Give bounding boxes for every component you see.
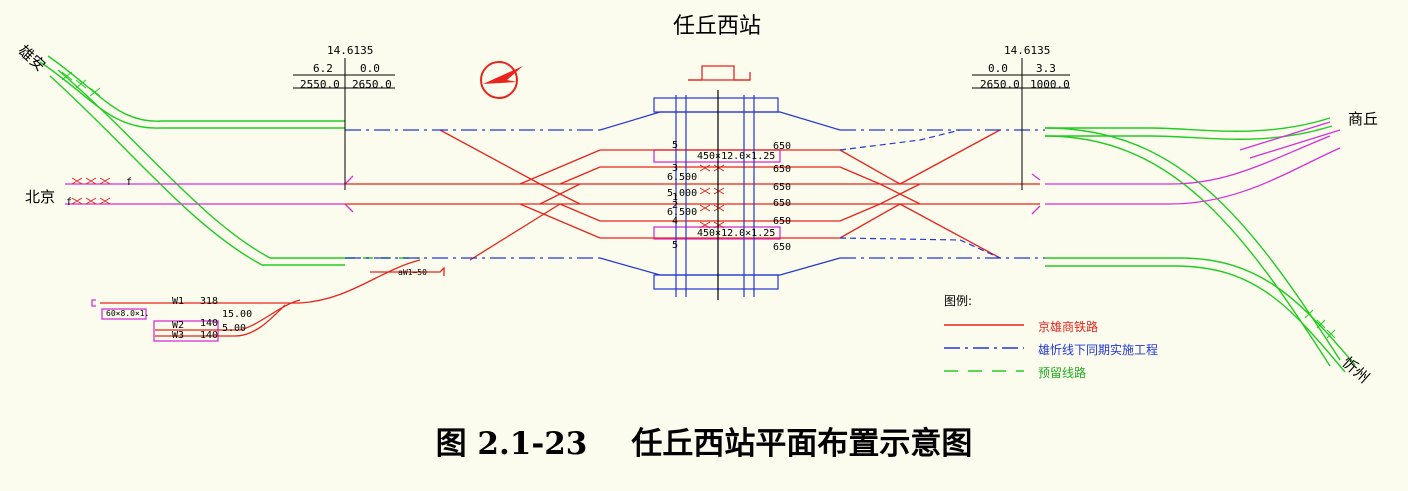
siding-w1: W1 <box>172 296 185 307</box>
figure-title: 任丘西站平面布置示意图 <box>631 426 973 462</box>
siding-w2: W2 <box>172 320 185 331</box>
magenta-lines <box>65 65 1341 342</box>
siding-w3: W3 <box>172 330 185 341</box>
red-main-lines <box>100 129 1040 337</box>
siding-spacing-b: 5.00 <box>222 323 247 334</box>
profile-left-grade-b: 0.0 <box>360 62 380 75</box>
track-number: 4 <box>672 216 679 227</box>
useful-length: 650 <box>773 164 792 175</box>
green-crossovers <box>61 71 1336 339</box>
track-number: 5 <box>672 140 679 151</box>
profile-lines <box>293 58 1070 190</box>
figure-caption: 图 2.1-23 任丘西站平面布置示意图 <box>0 418 1408 463</box>
profile-left-chainage: 14.6135 <box>327 44 374 57</box>
legend-title: 图例: <box>944 294 973 308</box>
track-mark: f <box>126 177 133 188</box>
legend-item-2: 预留线路 <box>1038 366 1087 380</box>
legend: 图例: <box>944 292 972 309</box>
siding-spacing-a: 15.00 <box>222 309 253 320</box>
blue-solid <box>599 90 1001 300</box>
useful-length: 650 <box>773 182 792 193</box>
track-number: 1 <box>672 192 679 203</box>
legend-item-0: 京雄商铁路 <box>1038 320 1099 334</box>
useful-length: 650 <box>773 216 792 227</box>
track-mark: f <box>66 197 73 208</box>
profile-right-grade-a: 0.0 <box>988 62 1008 75</box>
siding-box-label: 60×8.0×1. <box>106 309 150 318</box>
profile-right-len-a: 2650.0 <box>980 78 1020 91</box>
platform-upper-label: 450×12.0×1.25 <box>697 151 776 162</box>
profile-left-len-a: 2550.0 <box>300 78 340 91</box>
siding-aw-label: aW1—50 <box>398 268 427 277</box>
profile-left-grade-a: 6.2 <box>313 62 333 75</box>
profile-left-len-b: 2650.0 <box>352 78 392 91</box>
station-title: 任丘西站 <box>673 14 762 39</box>
useful-length: 650 <box>773 141 792 152</box>
track-number: 3 <box>672 163 679 174</box>
legend-swatches <box>944 324 1024 372</box>
track-spacing: 6.500 <box>667 207 698 218</box>
track-number: 5 <box>672 240 679 251</box>
useful-length: 650 <box>773 242 792 253</box>
siding-w2-length: 140 <box>200 318 219 329</box>
profile-right-len-b: 1000.0 <box>1030 78 1070 91</box>
legend-item-1: 雄忻线下同期实施工程 <box>1038 343 1159 357</box>
profile-right-grade-b: 3.3 <box>1036 62 1056 75</box>
magenta-crossovers <box>71 164 725 229</box>
useful-length: 650 <box>773 198 792 209</box>
platform-lower-label: 450×12.0×1.25 <box>697 228 776 239</box>
direction-shangqiu: 商丘 <box>1348 110 1379 128</box>
siding-w3-length: 140 <box>200 330 219 341</box>
reserved-lines <box>39 55 1356 373</box>
track-number: 2 <box>672 200 679 211</box>
blue-lines <box>345 129 1045 259</box>
figure-number: 图 2.1-23 <box>435 426 588 462</box>
logo-icon <box>480 61 523 99</box>
siding-w1-length: 318 <box>200 296 219 307</box>
direction-beijing: 北京 <box>25 188 56 206</box>
track-spacing: 5.000 <box>667 188 698 199</box>
track-spacing: 6.500 <box>667 172 698 183</box>
profile-right-chainage: 14.6135 <box>1004 44 1051 57</box>
